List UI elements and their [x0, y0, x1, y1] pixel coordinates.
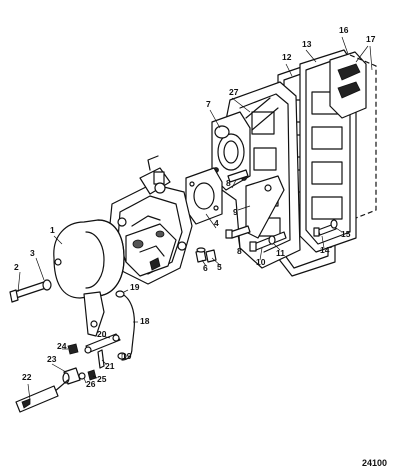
callout-c21: 21: [105, 361, 115, 371]
link-arm-20: [84, 333, 121, 354]
callout-c7: 7: [206, 99, 211, 109]
washer-11: [268, 235, 276, 245]
reed-block-16: [329, 51, 367, 119]
air-silencer-1: [53, 219, 125, 337]
callout-c2: 2: [14, 262, 19, 272]
screw-8-upper: [227, 169, 249, 183]
callout-numbers: 1234567889101112131415161718191920212223…: [14, 25, 376, 389]
callout-c16: 16: [339, 25, 349, 35]
clamp-19-upper: [115, 290, 125, 298]
leader-lines: [17, 36, 373, 401]
callout-c10: 10: [256, 257, 266, 267]
clip-25: [87, 369, 97, 381]
callout-c1: 1: [50, 225, 55, 235]
callout-c19b: 19: [122, 351, 132, 361]
callout-c20: 20: [97, 329, 107, 339]
callout-c3: 3: [30, 248, 35, 258]
nut-6: [195, 247, 207, 263]
callout-c14: 14: [320, 245, 330, 255]
callout-c25: 25: [97, 374, 107, 384]
callout-c4: 4: [214, 218, 219, 228]
callout-c27: 27: [229, 87, 239, 97]
callout-c19a: 19: [130, 282, 140, 292]
washer-15: [330, 219, 338, 229]
callout-c5: 5: [217, 262, 222, 272]
carburetor-gasket-4: [185, 167, 223, 225]
callout-c17: 17: [366, 34, 376, 44]
choke-rod-22: [15, 379, 69, 413]
callout-c8a: 8: [226, 178, 231, 188]
callout-c24: 24: [57, 341, 67, 351]
screw-8-lower: [225, 225, 251, 239]
callout-c18: 18: [140, 316, 150, 326]
callout-c26: 26: [86, 379, 96, 389]
callout-c9: 9: [233, 207, 238, 217]
bracket-9: [245, 175, 285, 239]
callout-c15: 15: [341, 229, 351, 239]
reed-group-17-outline: [349, 54, 377, 219]
fuel-line-18: [121, 293, 135, 361]
callout-c11: 11: [276, 248, 285, 258]
callout-c12: 12: [282, 52, 292, 62]
callout-c8b: 8: [237, 246, 242, 256]
callout-c23: 23: [47, 354, 57, 364]
washer-3: [42, 279, 52, 291]
figure-number: 24100: [362, 458, 387, 468]
nut-24: [67, 343, 79, 355]
intake-manifold-7: [211, 81, 301, 269]
callout-c22: 22: [22, 372, 32, 382]
screw-21: [97, 349, 105, 369]
carburetor: [107, 155, 193, 285]
callout-c13: 13: [302, 39, 312, 49]
callout-c6: 6: [203, 263, 208, 273]
screw-2: [9, 281, 47, 303]
